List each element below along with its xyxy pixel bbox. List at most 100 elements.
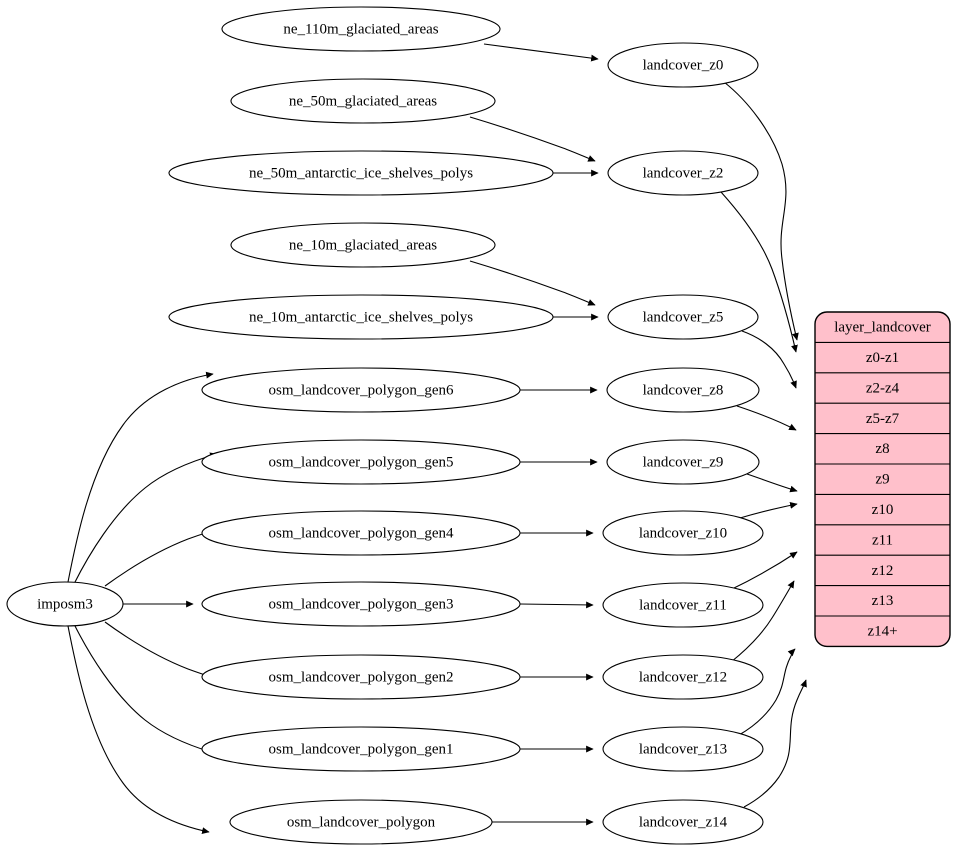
node-label: landcover_z5 [643, 309, 724, 325]
node-label: landcover_z12 [639, 669, 727, 685]
table-row-label: z13 [872, 593, 894, 609]
node-ne_10m_antarctic_ice_shelves_polys[interactable]: ne_10m_antarctic_ice_shelves_polys [168, 294, 554, 340]
table-row-z10[interactable]: z10 [815, 493, 950, 518]
node-osm_landcover_polygon_gen1[interactable]: osm_landcover_polygon_gen1 [201, 726, 521, 772]
table-row-label: z9 [875, 472, 889, 488]
edge-line [104, 621, 223, 682]
node-label: ne_10m_glaciated_areas [289, 237, 437, 253]
edge-ne_10m_glaciated_areas-to-landcover_z5 [469, 260, 596, 306]
node-label: landcover_z8 [643, 382, 724, 398]
node-label: osm_landcover_polygon_gen3 [269, 596, 454, 612]
node-label: ne_50m_antarctic_ice_shelves_polys [249, 165, 473, 181]
table-row-label: z5-z7 [866, 411, 900, 427]
node-shape-layer [607, 150, 759, 196]
node-landcover_z2[interactable]: landcover_z2 [607, 150, 759, 196]
edge-imposm3-to-osm_landcover_polygon_gen5 [73, 452, 218, 585]
edge-line [736, 405, 797, 431]
node-shape-source [230, 222, 496, 268]
table-row-label: z8 [875, 441, 889, 457]
node-label: osm_landcover_polygon_gen2 [269, 669, 454, 685]
node-shape-layer [602, 654, 764, 700]
edge-landcover_z13-to-row_z13 [738, 648, 796, 736]
table-row-z0-z1[interactable]: z0-z1 [815, 341, 950, 366]
node-landcover_z11[interactable]: landcover_z11 [602, 582, 764, 628]
table-row-z14+[interactable]: z14+ [815, 615, 950, 640]
node-landcover_z9[interactable]: landcover_z9 [606, 439, 760, 485]
node-shape-source [201, 726, 521, 772]
edge-landcover_z11-to-row_z11 [729, 551, 798, 591]
node-landcover_z13[interactable]: landcover_z13 [602, 726, 764, 772]
table-row-z2-z4[interactable]: z2-z4 [815, 372, 950, 397]
node-imposm3[interactable]: imposm3 [6, 581, 124, 627]
table-row-z8[interactable]: z8 [815, 433, 950, 458]
node-label: ne_110m_glaciated_areas [283, 21, 438, 37]
node-shape-source [6, 581, 124, 627]
node-osm_landcover_polygon[interactable]: osm_landcover_polygon [229, 799, 493, 845]
node-shape-layer [602, 582, 764, 628]
node-osm_landcover_polygon_gen6[interactable]: osm_landcover_polygon_gen6 [201, 367, 521, 413]
node-osm_landcover_polygon_gen3[interactable]: osm_landcover_polygon_gen3 [201, 581, 521, 627]
table-outline [814, 311, 951, 648]
node-shape-source [201, 654, 521, 700]
edge-line [741, 330, 797, 389]
node-landcover_z0[interactable]: landcover_z0 [607, 42, 759, 88]
table-row-z9[interactable]: z9 [815, 463, 950, 488]
node-shape-layer [602, 726, 764, 772]
edges-layer [67, 43, 807, 834]
node-shape-source [168, 294, 554, 340]
node-label: landcover_z11 [639, 597, 727, 613]
node-osm_landcover_polygon_gen4[interactable]: osm_landcover_polygon_gen4 [201, 510, 521, 556]
table-row-z13[interactable]: z13 [815, 585, 950, 610]
table-row-z11[interactable]: z11 [815, 524, 950, 549]
node-label: ne_10m_antarctic_ice_shelves_polys [249, 309, 473, 325]
table-layer_landcover[interactable]: layer_landcoverz0-z1z2-z4z5-z7z8z9z10z11… [814, 311, 951, 648]
node-ne_110m_glaciated_areas[interactable]: ne_110m_glaciated_areas [221, 6, 501, 52]
edge-line [519, 601, 594, 609]
table-row-z12[interactable]: z12 [815, 554, 950, 579]
edge-landcover_z9-to-row_z9 [746, 473, 798, 493]
table-row-label: z0-z1 [866, 350, 899, 366]
edge-imposm3-to-osm_landcover_polygon [67, 625, 210, 834]
edge-line [730, 580, 795, 663]
table-row-z5-z7[interactable]: z5-z7 [815, 402, 950, 427]
edge-landcover_z8-to-row_z8 [736, 405, 797, 431]
node-landcover_z8[interactable]: landcover_z8 [606, 367, 760, 413]
node-ne_50m_antarctic_ice_shelves_polys[interactable]: ne_50m_antarctic_ice_shelves_polys [168, 150, 554, 196]
edge-landcover_z0-to-row_z0-z1 [723, 81, 799, 341]
node-landcover_z12[interactable]: landcover_z12 [602, 654, 764, 700]
table-row-label: z2-z4 [866, 380, 900, 396]
edge-line [739, 501, 798, 519]
edge-line [720, 191, 798, 353]
table-row-label: z12 [872, 563, 894, 579]
node-label: osm_landcover_polygon_gen1 [269, 741, 454, 757]
node-shape-source [201, 510, 521, 556]
edge-line [483, 43, 599, 62]
node-label: landcover_z9 [643, 454, 724, 470]
node-shape-source [201, 439, 521, 485]
node-label: landcover_z14 [639, 814, 728, 830]
node-osm_landcover_polygon_gen5[interactable]: osm_landcover_polygon_gen5 [201, 439, 521, 485]
edge-line [73, 452, 218, 585]
edge-imposm3-to-osm_landcover_polygon_gen6 [67, 371, 214, 583]
node-ne_10m_glaciated_areas[interactable]: ne_10m_glaciated_areas [230, 222, 496, 268]
edge-line [67, 371, 214, 583]
node-label: osm_landcover_polygon_gen6 [269, 382, 454, 398]
edge-landcover_z5-to-row_z5-z7 [741, 330, 797, 389]
edge-landcover_z2-to-row_z2-z4 [720, 191, 798, 353]
edge-line [738, 648, 796, 736]
edge-line [723, 81, 799, 341]
node-shape-layer [602, 510, 764, 556]
node-landcover_z5[interactable]: landcover_z5 [607, 294, 759, 340]
node-shape-source [201, 367, 521, 413]
edge-line [746, 473, 798, 493]
node-label: osm_landcover_polygon_gen4 [269, 525, 454, 541]
table-row-label: z10 [872, 502, 894, 518]
node-shape-layer [606, 367, 760, 413]
node-osm_landcover_polygon_gen2[interactable]: osm_landcover_polygon_gen2 [201, 654, 521, 700]
node-landcover_z10[interactable]: landcover_z10 [602, 510, 764, 556]
node-label: ne_50m_glaciated_areas [289, 93, 437, 109]
node-ne_50m_glaciated_areas[interactable]: ne_50m_glaciated_areas [230, 78, 496, 124]
node-landcover_z14[interactable]: landcover_z14 [602, 799, 764, 845]
